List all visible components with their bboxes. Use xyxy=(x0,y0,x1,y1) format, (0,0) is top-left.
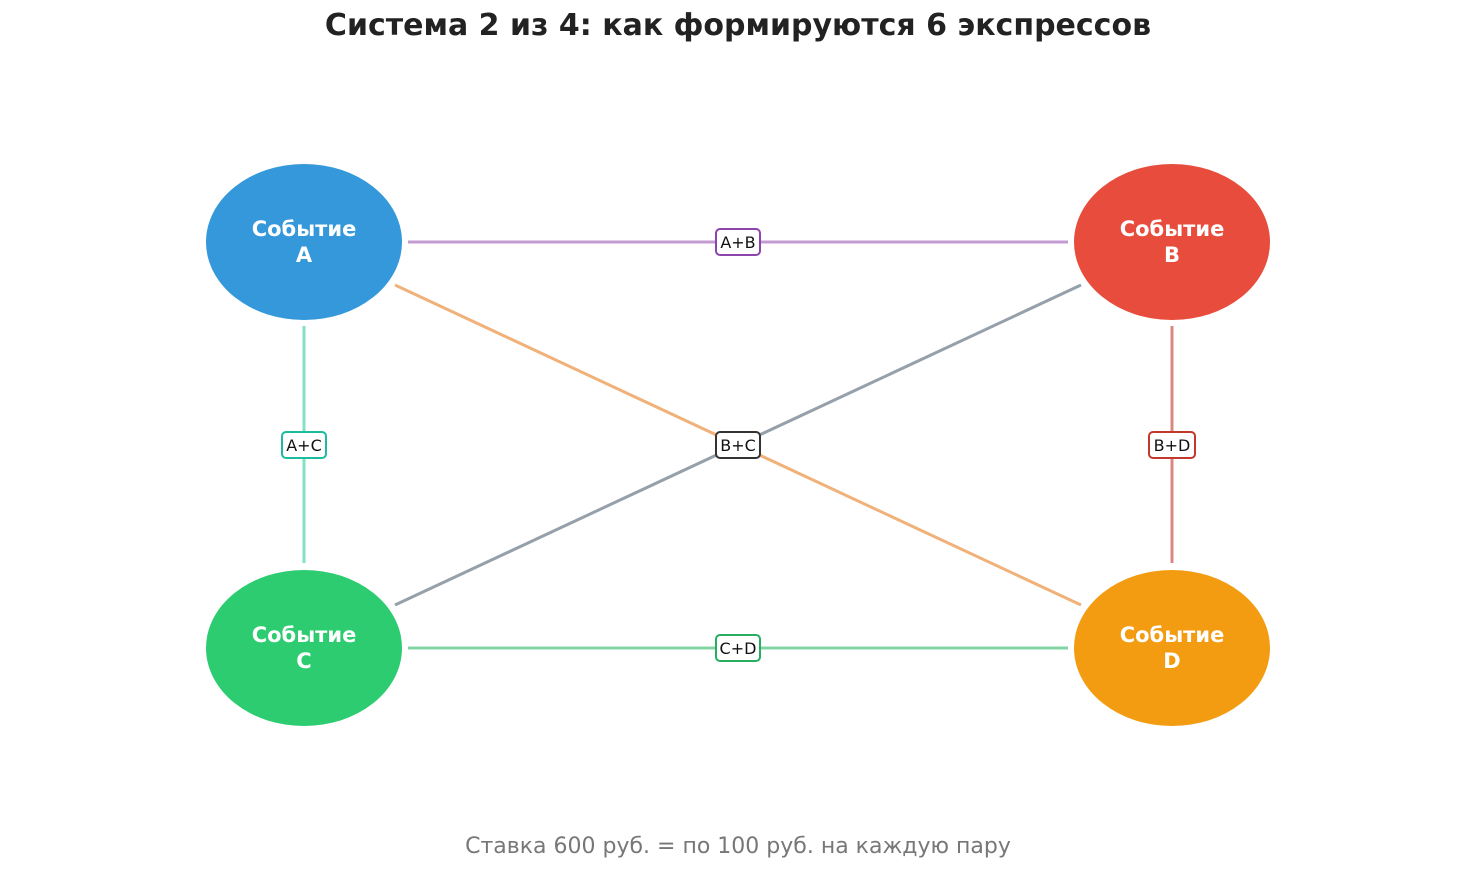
edge-text-a-c: A+C xyxy=(286,436,322,455)
node-d-line1: Событие xyxy=(1120,623,1225,647)
stake-note: Ставка 600 руб. = по 100 руб. на каждую … xyxy=(465,834,1011,859)
node-c-line1: Событие xyxy=(252,623,357,647)
edge-text-a-b: A+B xyxy=(720,233,755,252)
node-circle-d xyxy=(1074,570,1270,726)
edge-box-a-c xyxy=(281,431,327,459)
edge-label-b-d: B+D xyxy=(1148,431,1196,459)
node-circle-c xyxy=(206,570,402,726)
edge-label-c-d: C+D xyxy=(715,634,761,662)
node-d-line2: D xyxy=(1163,649,1180,673)
node-event-a: Событие A xyxy=(206,164,402,320)
edge-text-c-d: C+D xyxy=(720,639,757,658)
edge-label-b-c: B+C xyxy=(715,431,761,459)
edge-box-b-d xyxy=(1148,431,1196,459)
edge-text-b-d: B+D xyxy=(1154,436,1191,455)
diagram-title: Система 2 из 4: как формируются 6 экспре… xyxy=(324,8,1152,43)
edge-label-a-c: A+C xyxy=(281,431,327,459)
node-event-d: Событие D xyxy=(1074,570,1270,726)
node-event-c: Событие C xyxy=(206,570,402,726)
edge-box-c-d xyxy=(715,634,761,662)
node-c-line2: C xyxy=(296,649,311,673)
node-event-b: Событие B xyxy=(1074,164,1270,320)
node-a-line2: A xyxy=(296,243,313,267)
node-b-line1: Событие xyxy=(1120,217,1225,241)
node-circle-b xyxy=(1074,164,1270,320)
node-b-line2: B xyxy=(1164,243,1180,267)
edge-box-a-b xyxy=(715,228,761,256)
edge-text-b-c: B+C xyxy=(720,436,756,455)
edge-box-b-c xyxy=(715,431,761,459)
edge-label-a-b: A+B xyxy=(715,228,761,256)
node-circle-a xyxy=(206,164,402,320)
node-a-line1: Событие xyxy=(252,217,357,241)
